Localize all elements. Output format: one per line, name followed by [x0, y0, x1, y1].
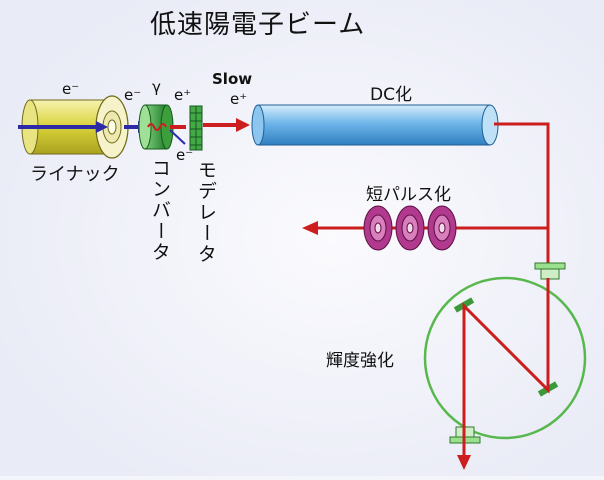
- label-slow: Slow: [212, 70, 253, 88]
- electron-beam-in: [18, 121, 108, 133]
- label-converter: コンバータ: [149, 158, 171, 263]
- label-brightness: 輝度強化: [326, 351, 394, 371]
- diagram-title: 低速陽電子ビーム: [150, 10, 366, 40]
- label-moderator: モデレータ: [195, 160, 217, 265]
- brightness-beam-path: [457, 278, 550, 470]
- label-e-plus-slow: e⁺: [230, 90, 248, 108]
- label-gamma: γ: [152, 78, 161, 96]
- label-short-pulse: 短パルス化: [366, 185, 451, 205]
- converter: [138, 104, 174, 150]
- label-e-minus-converter: e⁻: [124, 86, 142, 104]
- label-dc: DC化: [370, 85, 412, 105]
- dc-tube: [251, 104, 499, 146]
- moderator: [189, 105, 203, 151]
- pulse-buncher-3: [427, 205, 457, 251]
- pulse-buncher-1: [363, 205, 393, 251]
- label-linac: ライナック: [30, 164, 120, 185]
- pulse-buncher-2: [395, 205, 425, 251]
- label-e-minus-bottom: e⁻: [176, 146, 194, 164]
- label-e-plus-converter: e⁺: [174, 86, 192, 104]
- label-e-minus-linac: e⁻: [62, 80, 80, 98]
- positron-beam-start: [169, 118, 250, 145]
